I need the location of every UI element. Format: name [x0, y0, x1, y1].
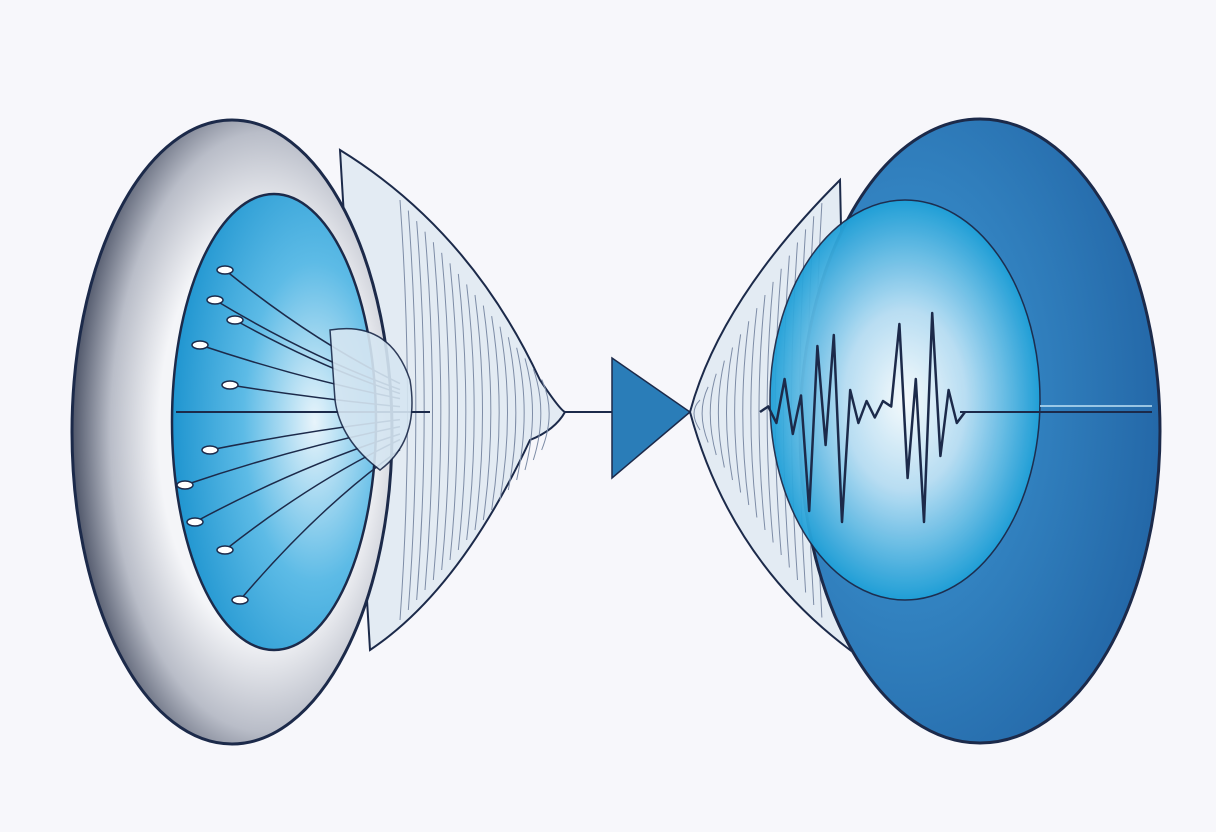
fiber-end	[216, 265, 234, 275]
fiber-end	[221, 380, 239, 390]
cone-stripe	[499, 326, 508, 501]
cone-stripe	[482, 305, 492, 521]
cone-stripe	[474, 294, 483, 531]
left-ear-shell	[70, 118, 430, 746]
cone-stripe	[532, 368, 542, 461]
cone-stripe	[457, 273, 467, 551]
cone-stripe	[507, 337, 517, 491]
cone-stripe	[491, 316, 500, 511]
fiber-end	[191, 340, 209, 350]
cone-stripe	[424, 231, 433, 591]
cone-stripe	[709, 373, 717, 456]
right-ear-shell	[759, 117, 1162, 745]
fiber-end	[231, 595, 249, 605]
cone-stripe	[701, 386, 709, 443]
cone-stripe	[750, 308, 758, 518]
cone-stripe	[432, 242, 442, 581]
cone-stripe	[758, 294, 766, 531]
cone-stripe	[693, 399, 701, 431]
fiber-end	[216, 545, 234, 555]
cone-stripe	[524, 358, 533, 471]
fiber-end	[201, 445, 219, 455]
left-cone	[338, 148, 567, 652]
cone-stripe	[742, 321, 750, 506]
cone-stripe	[441, 252, 450, 571]
fiber-end	[206, 295, 224, 305]
fiber-end	[176, 480, 194, 490]
cone-stripe	[516, 347, 525, 481]
cone-stripe	[466, 284, 475, 541]
cone-stripe	[726, 347, 733, 481]
signal-waveform	[759, 311, 967, 524]
cone-stripe	[541, 379, 550, 451]
fiber-end	[226, 315, 244, 325]
cone-stripe	[449, 263, 458, 561]
fiber-end	[186, 517, 204, 527]
cone-stripe	[717, 360, 725, 468]
arrow-right-icon	[611, 356, 692, 480]
cone-stripe	[766, 281, 774, 543]
cone-stripe	[734, 334, 742, 493]
